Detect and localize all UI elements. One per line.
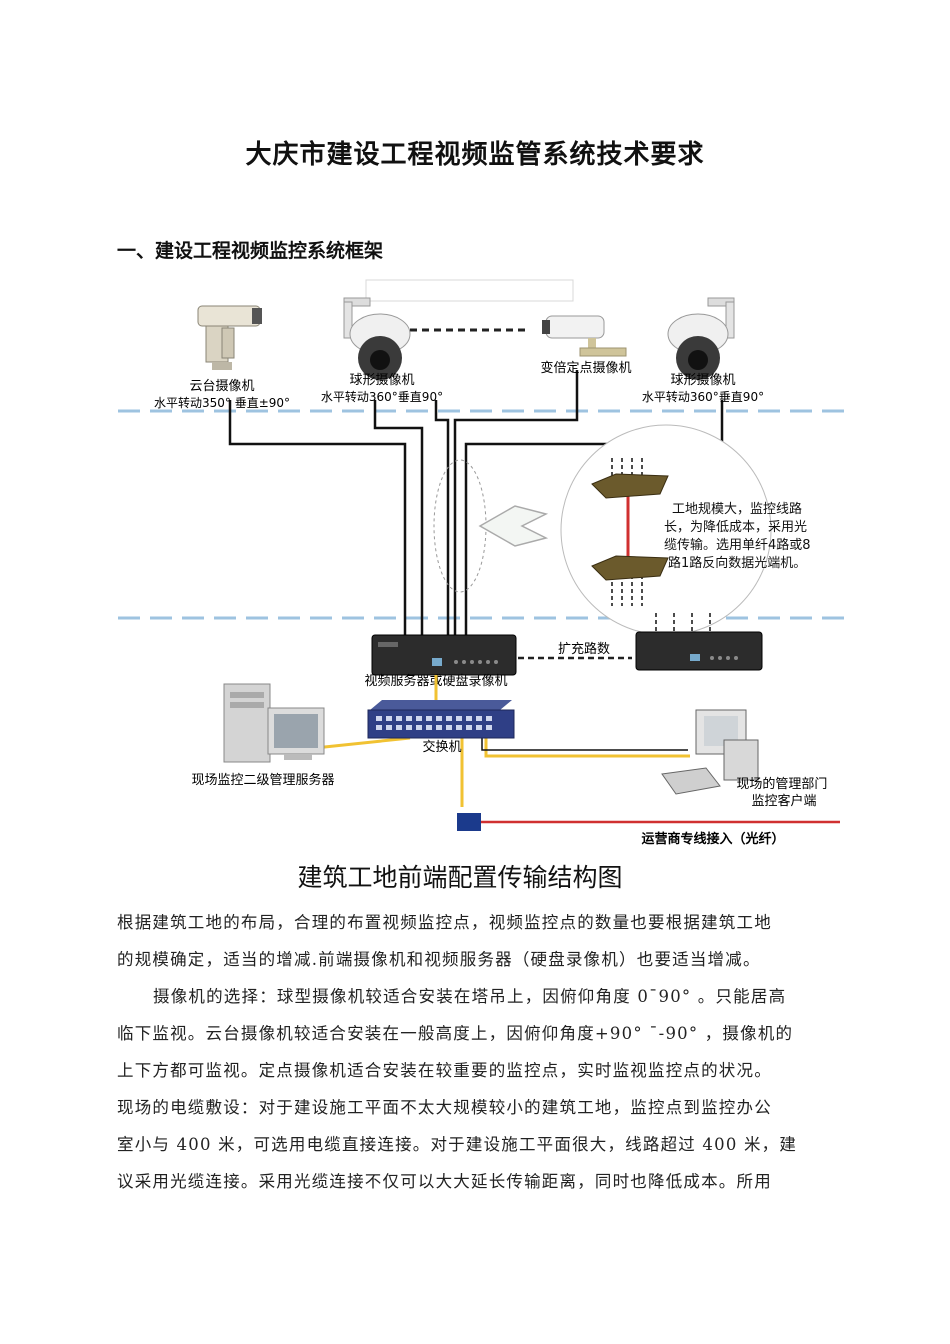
section-heading: 一、建设工程视频监控系统框架 [117,240,384,262]
fixed-camera-icon [542,315,627,357]
body-text: 根据建筑工地的布局，合理的布置视频监控点，视频监控点的数量也要根据建筑工地 的规… [117,904,837,1200]
camera-cables [228,370,724,635]
page-title: 大庆市建设工程视频监管系统技术要求 [245,140,705,170]
paragraph-line: 现场的电缆敷设：对于建设施工平面不太大规模较小的建筑工地，监控点到监控办公 [117,1098,772,1117]
fixed-camera-name: 变倍定点摄像机 [540,360,631,376]
placeholder-box [365,279,574,302]
dome-camera-1-icon [343,297,411,380]
dome-camera-2-spec: 水平转动360°垂直90° [642,389,764,404]
fiber-note-line-1: 工地规模大，监控线路 [672,501,802,517]
switch-label: 交换机 [422,739,461,755]
paragraph-line: 室小与 400 米，可选用电缆直接连接。对于建设施工平面很大，线路超过 400 … [117,1135,798,1154]
server-computer-icon [223,683,325,763]
dvr-main-icon [371,634,517,676]
isp-label: 运营商专线接入（光纤） [641,831,784,847]
network-switch-icon [367,700,515,739]
ptz-camera-name: 云台摄像机 [189,379,254,394]
dome-camera-2-name: 球形摄像机 [670,373,735,388]
client-label-line-2: 监控客户端 [751,793,816,809]
ptz-camera-spec: 水平转动350° 垂直±90° [154,395,290,410]
client-label-line-1: 现场的管理部门 [736,776,827,792]
svg-text:工地规模大，监控线路 长，为降低成本，采用光: 工地规模大，监控线路 长，为降低成本，采用光 缆传输。选用单纤4路或8 路1路反… [664,501,815,571]
client-computer-icon [661,709,759,795]
server-label: 现场监控二级管理服务器 [191,772,334,788]
paragraph-line: 临下监视。云台摄像机较适合安装在一般高度上，因俯仰角度+90° ¯-90° ，摄… [117,1024,794,1043]
pointer-arrow-icon [478,505,549,547]
dome-camera-2-icon [667,297,735,380]
fiber-note-line-2: 长，为降低成本，采用光 [664,520,807,535]
client-label: 现场的管理部门 监控客户端 [736,776,831,809]
dome-camera-1-spec: 水平转动360°垂直90° [321,389,443,404]
paragraph-line: 的规模确定，适当的增减.前端摄像机和视频服务器（硬盘录像机）也要适当增减。 [117,950,761,969]
fiber-note-line-4: 路1路反向数据光端机。 [668,555,806,571]
paragraph-line: 根据建筑工地的布局，合理的布置视频监控点，视频监控点的数量也要根据建筑工地 [117,913,772,932]
fiber-note-line-3: 缆传输。选用单纤4路或8 [664,537,811,553]
paragraph-line: 议采用光缆连接。采用光缆连接不仅可以大大延长传输距离，同时也降低成本。所用 [117,1172,772,1191]
fiber-transceiver-callout: 工地规模大，监控线路 长，为降低成本，采用光 缆传输。选用单纤4路或8 路1路反… [560,424,815,636]
dome-camera-1-name: 球形摄像机 [349,373,414,388]
dvr-expansion-icon [635,613,763,671]
fiber-transceiver-bottom-icon [591,555,669,581]
network-topology-diagram: 工地规模大，监控线路 长，为降低成本，采用光 缆传输。选用单纤4路或8 路1路反… [118,279,850,847]
expand-label: 扩充路数 [558,641,610,657]
ptz-camera-icon [197,305,262,370]
cable-highlight-oval [433,459,487,593]
ethernet-links [314,675,690,807]
isp-junction-box-icon [457,813,481,831]
diagram-caption: 建筑工地前端配置传输结构图 [297,863,623,892]
paragraph-line: 摄像机的选择：球型摄像机较适合安装在塔吊上，因俯仰角度 0¯90° 。只能居高 [153,987,787,1006]
fiber-transceiver-top-icon [591,473,669,499]
paragraph-line: 上下方都可监视。定点摄像机适合安装在较重要的监控点，实时监视监控点的状况。 [117,1061,772,1080]
